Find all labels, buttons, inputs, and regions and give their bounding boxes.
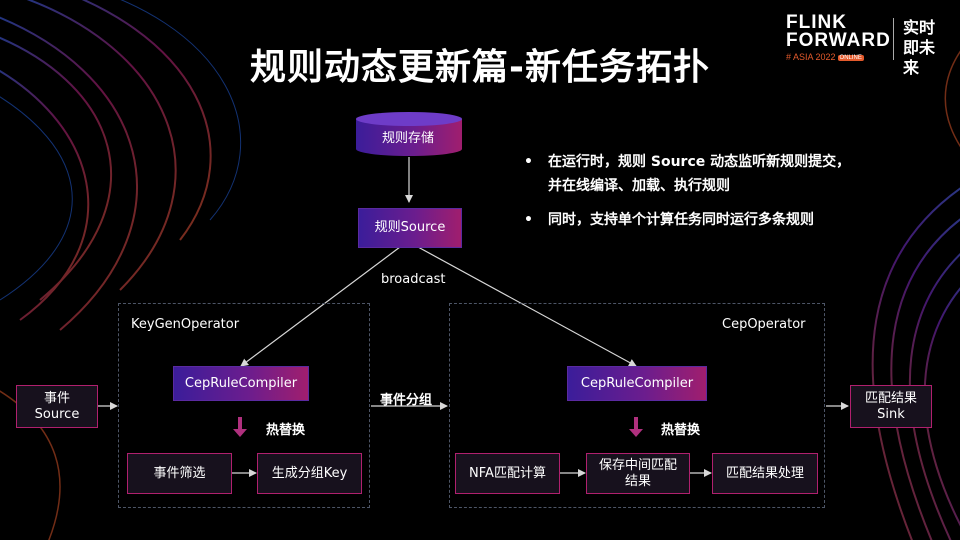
cep-rule-compiler-left: CepRuleCompiler <box>173 366 309 401</box>
broadcast-label: broadcast <box>381 272 446 287</box>
logo-asia: # ASIA 2022 <box>786 52 836 62</box>
bullet-item: • 在运行时，规则 Source 动态监听新规则提交， 并在线编译、加载、执行规… <box>520 150 940 198</box>
bullet-marker: • <box>524 154 533 170</box>
edge-source-to-right-compiler <box>417 246 637 367</box>
logo-cn-text: 实时即未来 <box>903 18 936 77</box>
bullet-list: • 在运行时，规则 Source 动态监听新规则提交， 并在线编译、加载、执行规… <box>520 150 940 242</box>
hot-swap-arrow-left-shaft <box>238 417 242 429</box>
event-group-label: 事件分组 <box>380 393 433 408</box>
nfa-match-node: NFA匹配计算 <box>455 453 560 494</box>
event-source-node: 事件 Source <box>16 385 98 428</box>
gen-group-key-node: 生成分组Key <box>257 453 362 494</box>
rule-store-cylinder <box>356 112 462 156</box>
logo-line2: FORWARD <box>786 30 891 51</box>
cep-operator-group <box>449 303 825 508</box>
hot-swap-right-label: 热替换 <box>661 423 701 438</box>
bullet-text: 同时，支持单个计算任务同时运行多条规则 <box>548 212 814 228</box>
event-filter-node: 事件筛选 <box>127 453 232 494</box>
logo-divider <box>893 18 894 60</box>
keygen-operator-label: KeyGenOperator <box>131 317 240 332</box>
logo-line1: FLINK <box>786 12 847 33</box>
hot-swap-arrow-right-icon <box>629 429 643 437</box>
rule-store-label: 规则存储 <box>382 131 435 146</box>
bullet-text: 在运行时，规则 Source 动态监听新规则提交， 并在线编译、加载、执行规则 <box>548 154 851 194</box>
save-intermediate-node: 保存中间匹配 结果 <box>586 453 690 494</box>
keygen-operator-group <box>118 303 370 508</box>
match-result-process-node: 匹配结果处理 <box>712 453 818 494</box>
match-result-sink-node: 匹配结果 Sink <box>850 385 932 428</box>
cep-operator-label: CepOperator <box>722 317 806 332</box>
hot-swap-arrow-right-shaft <box>634 417 638 429</box>
hot-swap-left-label: 热替换 <box>266 423 306 438</box>
bullet-marker: • <box>524 212 533 228</box>
cep-rule-compiler-right: CepRuleCompiler <box>567 366 707 401</box>
page-title: 规则动态更新篇-新任务拓扑 <box>250 47 710 88</box>
edge-source-to-left-compiler <box>240 246 401 367</box>
hot-swap-arrow-left-icon <box>233 429 247 437</box>
logo-online-badge: ONLINE <box>837 54 864 61</box>
bullet-item: • 同时，支持单个计算任务同时运行多条规则 <box>520 208 940 232</box>
rule-source-node: 规则Source <box>358 208 462 248</box>
